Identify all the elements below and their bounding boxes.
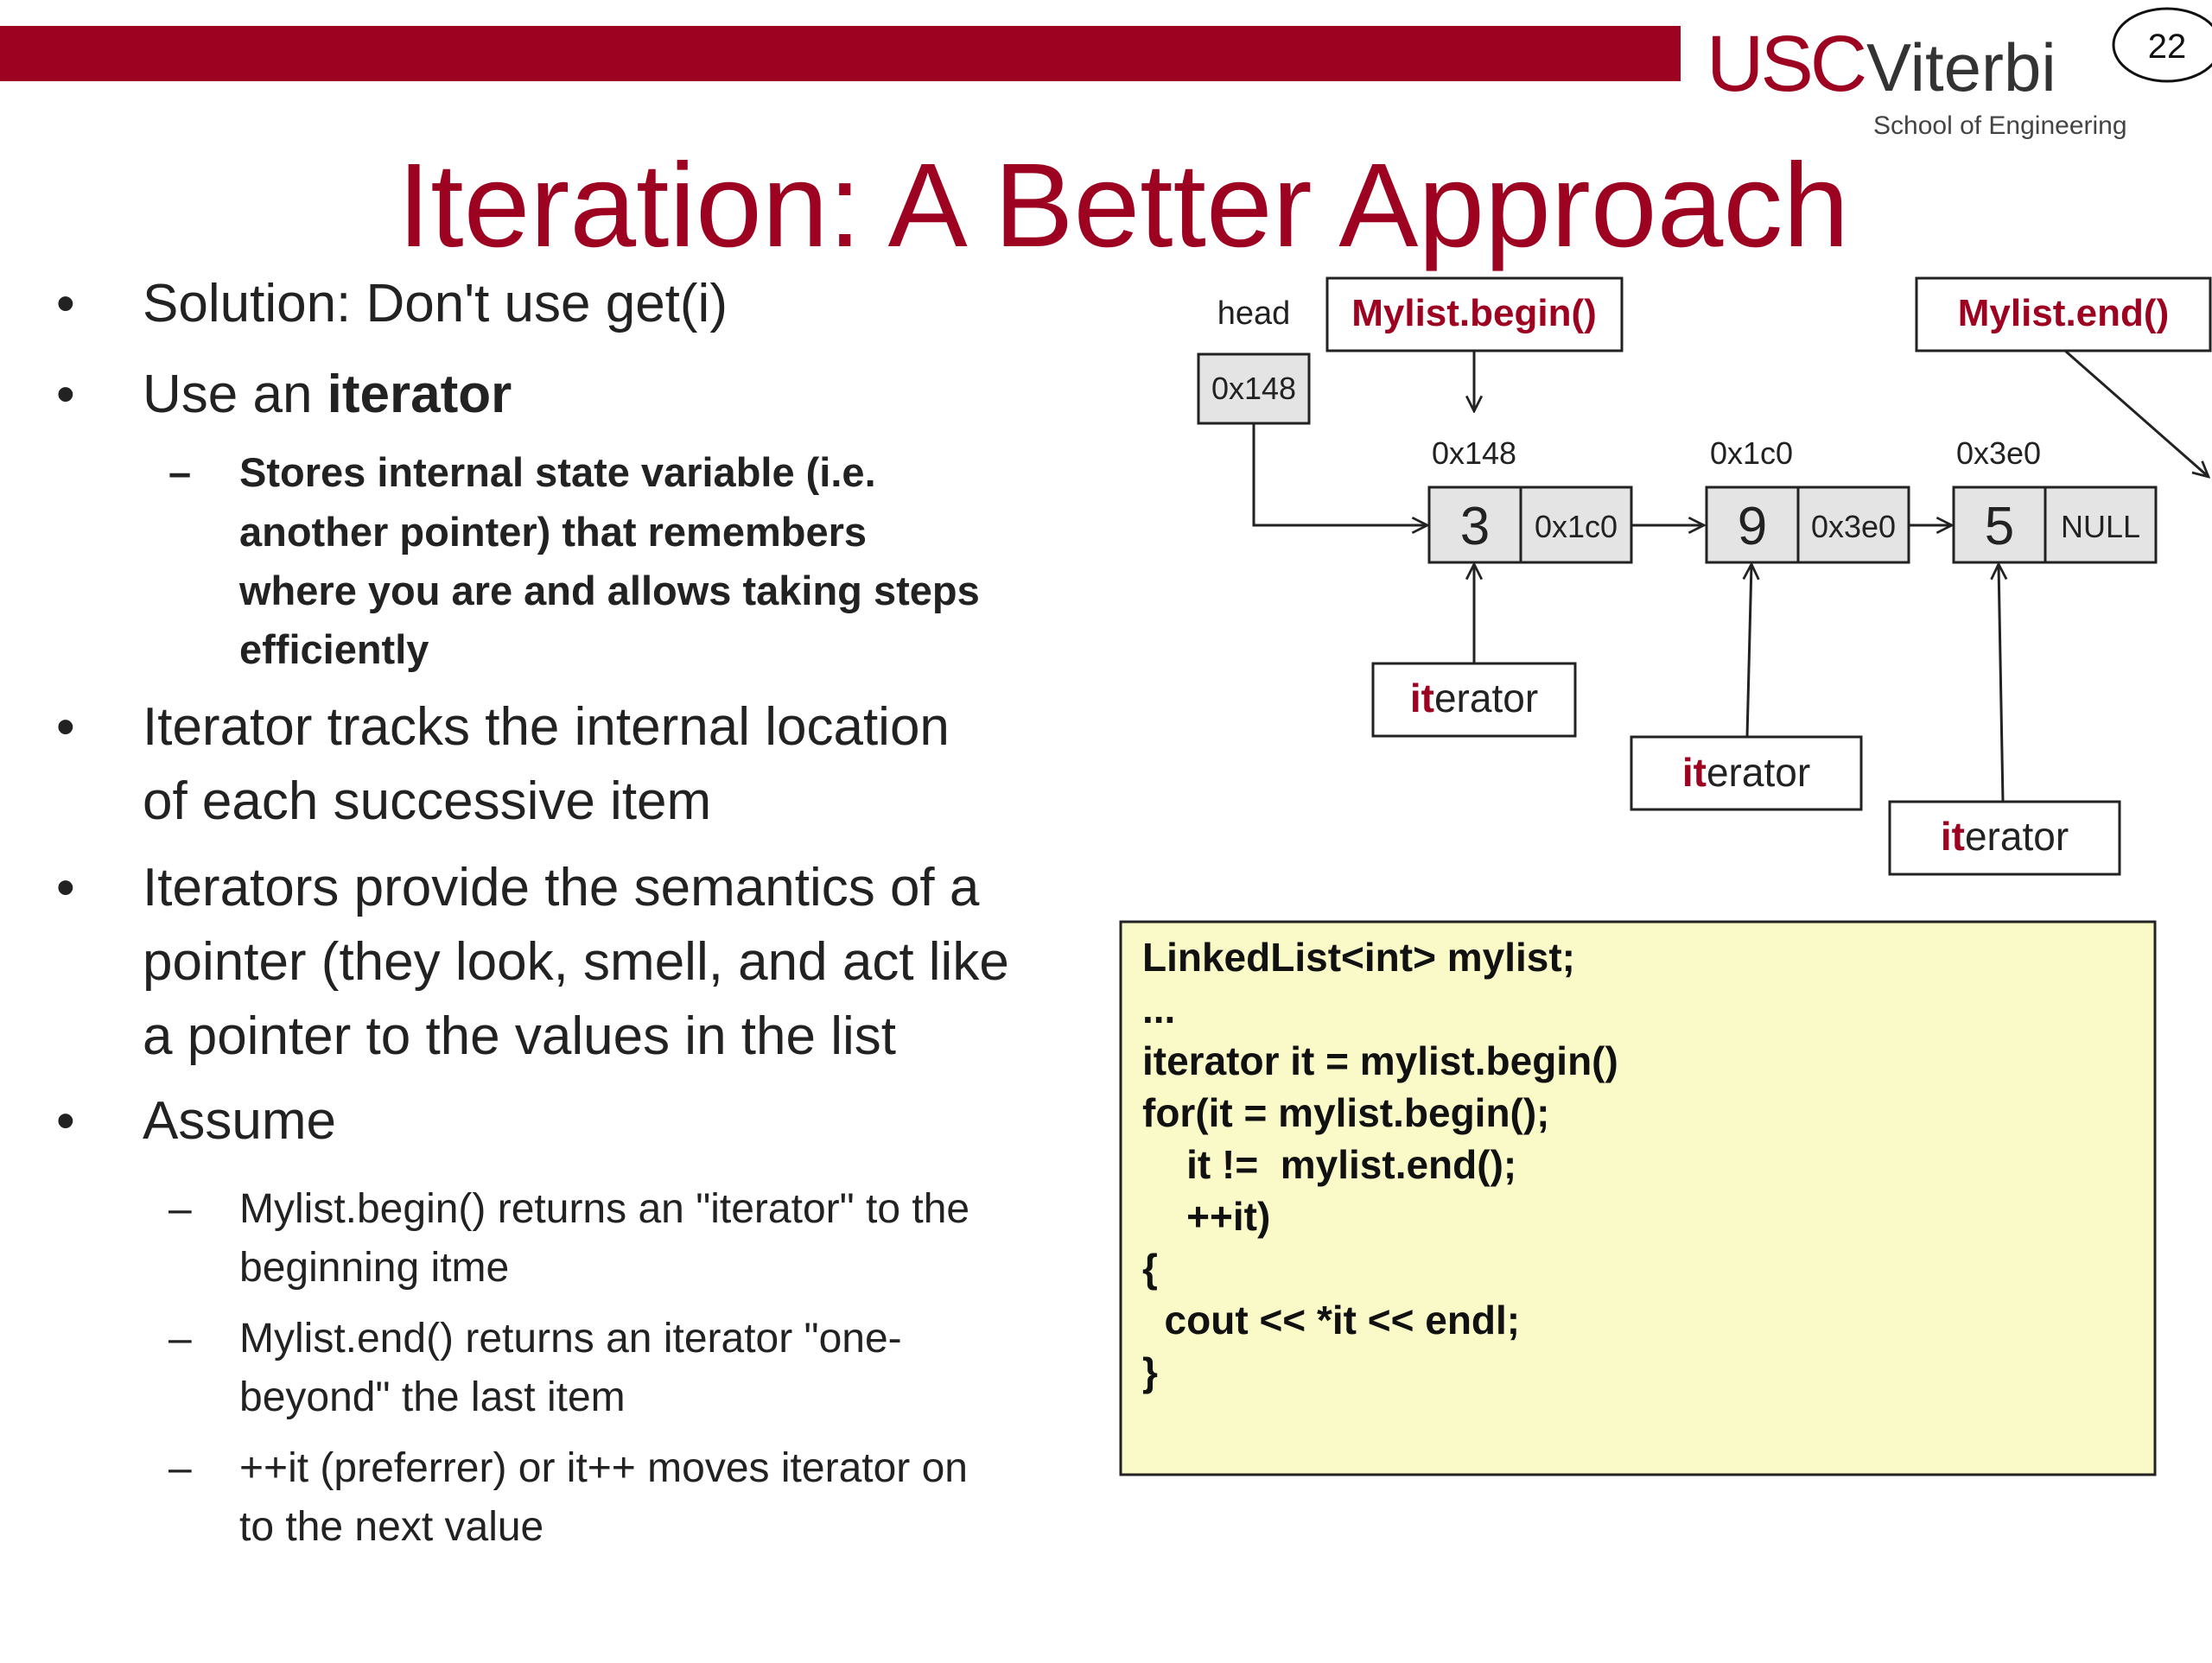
page-number-oval	[2112, 7, 2212, 83]
dash: –	[168, 1186, 192, 1232]
code-block: LinkedList<int> mylist; ... iterator it …	[1119, 920, 2157, 1476]
iterator-box	[1630, 735, 1863, 811]
bullet-dot: •	[56, 1091, 75, 1151]
sub-bullet-line: beginning itme	[239, 1245, 509, 1291]
head-label: head	[1217, 295, 1291, 332]
iterator-arrow	[1747, 564, 1751, 738]
head-arrow	[1252, 423, 1427, 525]
usc-logo: USC	[1707, 20, 1865, 108]
sub-bullet-line: Mylist.begin() returns an "iterator" to …	[239, 1186, 969, 1232]
dash: –	[168, 1316, 192, 1362]
node-address: 0x148	[1432, 435, 1516, 471]
slide-title: Iteration: A Better Approach	[397, 139, 1849, 272]
node-address: 0x1c0	[1710, 435, 1793, 471]
code-line: cout << *it << endl;	[1142, 1298, 1520, 1342]
iterator-label: iterator	[1410, 676, 1538, 720]
node-value: 9	[1738, 497, 1767, 556]
iterator-box	[1888, 800, 2121, 876]
head-box	[1197, 352, 1311, 425]
dash: –	[168, 449, 191, 495]
node-next-cell	[1796, 486, 1910, 564]
bullet-list: • Solution: Don't use get(i) • Use an it…	[56, 274, 1009, 1550]
viterbi-logo: Viterbi	[1866, 29, 2056, 105]
bullet-use-iterator: Use an iterator	[143, 365, 512, 424]
bullet-solution: Solution: Don't use get(i)	[143, 274, 728, 333]
begin-label: Mylist.begin()	[1351, 292, 1597, 334]
head-value: 0x148	[1211, 371, 1296, 406]
sub-bullet-line: another pointer) that remembers	[239, 509, 867, 555]
code-line: iterator it = mylist.begin()	[1142, 1038, 1618, 1083]
code-line: it != mylist.end();	[1142, 1142, 1516, 1187]
node-next: NULL	[2061, 509, 2140, 544]
node-value: 5	[1985, 497, 2014, 556]
sub-bullet-line: to the next value	[239, 1504, 543, 1550]
bullet-dot: •	[56, 274, 75, 333]
code-line: }	[1142, 1349, 1158, 1394]
end-box	[1915, 276, 2212, 352]
sub-bullet-line: efficiently	[239, 626, 429, 672]
code-line: for(it = mylist.begin();	[1142, 1090, 1550, 1135]
page-number: 22	[2148, 28, 2187, 66]
bullet-line: Iterators provide the semantics of a	[143, 858, 980, 917]
end-label: Mylist.end()	[1958, 292, 2169, 334]
node-address: 0x3e0	[1956, 435, 2041, 471]
bullet-line: Iterator tracks the internal location	[143, 697, 950, 757]
iterator-arrow	[1999, 564, 2003, 803]
node-value: 3	[1460, 497, 1490, 556]
iterator-box	[1371, 662, 1577, 738]
code-line: LinkedList<int> mylist;	[1142, 935, 1575, 980]
sub-bullet-line: where you are and allows taking steps	[238, 568, 980, 613]
code-line: {	[1142, 1246, 1158, 1291]
header-bar	[0, 26, 1681, 81]
sub-bullet-line: Mylist.end() returns an iterator "one-	[239, 1316, 902, 1362]
bullet-line: of each successive item	[143, 771, 711, 831]
node-next: 0x3e0	[1811, 509, 1896, 544]
code-line: ...	[1142, 987, 1175, 1031]
node-next-cell	[2044, 486, 2158, 564]
bullet-line: a pointer to the values in the list	[143, 1006, 896, 1066]
code-line: ++it)	[1142, 1194, 1270, 1239]
iterator-label: iterator	[1682, 750, 1810, 795]
bullet-dot: •	[56, 858, 75, 917]
node-next: 0x1c0	[1535, 509, 1618, 544]
dash: –	[168, 1445, 192, 1491]
bullet-line: pointer (they look, smell, and act like	[143, 932, 1009, 992]
bullet-dot: •	[56, 365, 75, 424]
end-arrow	[2064, 349, 2209, 477]
bullet-assume: Assume	[143, 1091, 336, 1151]
code-box	[1119, 920, 2157, 1476]
sub-bullet-line: Stores internal state variable (i.e.	[239, 449, 876, 495]
node-value-cell	[1952, 486, 2047, 564]
bullet-dot: •	[56, 697, 75, 757]
linked-list-diagram: head 0x148 Mylist.begin() Mylist.end() 0…	[1197, 276, 2212, 876]
school-of-engineering: School of Engineering	[1873, 111, 2127, 140]
sub-bullet-line: ++it (preferrer) or it++ moves iterator …	[239, 1445, 968, 1491]
iterator-label: iterator	[1941, 814, 2069, 859]
sub-bullet-line: beyond" the last item	[239, 1374, 626, 1420]
